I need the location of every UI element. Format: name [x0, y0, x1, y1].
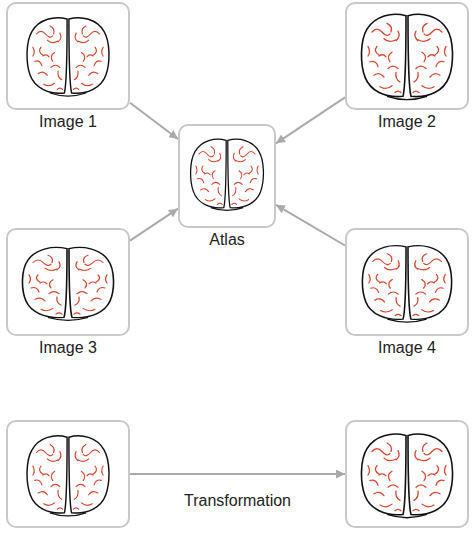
brain-image — [361, 14, 452, 99]
arrow-connector — [130, 103, 178, 139]
arrow-connector — [276, 97, 345, 143]
brain-image — [22, 247, 113, 320]
image-box: Image 2 — [345, 2, 469, 110]
box-label: Atlas — [209, 231, 245, 249]
image-box: Image 4 — [345, 228, 469, 336]
brain-image — [362, 246, 451, 323]
atlas-box: Atlas — [178, 124, 276, 228]
box-label: Image 1 — [39, 113, 97, 131]
edge-label: Transformation — [184, 492, 291, 510]
image-box: Image 1 — [6, 2, 130, 110]
target-box — [345, 420, 469, 528]
source-box — [6, 420, 130, 528]
arrow-connector — [130, 209, 178, 241]
arrow-connector — [130, 473, 345, 475]
box-label: Image 2 — [378, 113, 436, 131]
arrow-connector — [276, 205, 345, 246]
box-label: Image 4 — [378, 339, 436, 357]
brain-image — [27, 18, 109, 96]
brain-image — [27, 436, 109, 516]
image-box: Image 3 — [6, 228, 130, 336]
brain-image — [361, 434, 452, 518]
box-label: Image 3 — [39, 339, 97, 357]
brain-atlas — [191, 139, 264, 210]
